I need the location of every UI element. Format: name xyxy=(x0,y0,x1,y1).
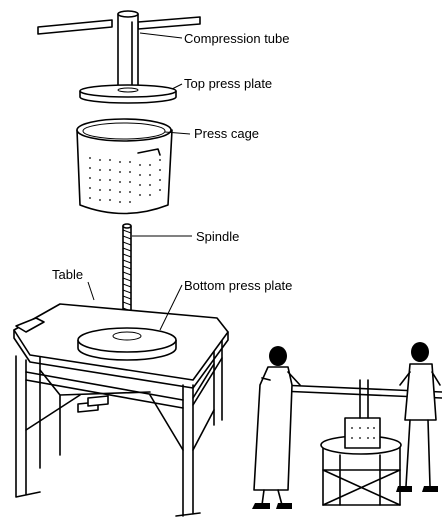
leader-lines xyxy=(87,32,192,331)
compression-tube xyxy=(37,10,201,91)
label-table: Table xyxy=(52,267,83,282)
label-compression-tube: Compression tube xyxy=(184,31,290,46)
label-press-cage: Press cage xyxy=(194,126,259,141)
press-cage xyxy=(76,118,173,215)
operators-scene xyxy=(252,342,442,509)
table xyxy=(13,303,229,517)
label-spindle: Spindle xyxy=(196,229,239,244)
top-press-plate xyxy=(79,84,177,104)
label-bottom-press-plate: Bottom press plate xyxy=(184,278,292,293)
label-top-press-plate: Top press plate xyxy=(184,76,272,91)
